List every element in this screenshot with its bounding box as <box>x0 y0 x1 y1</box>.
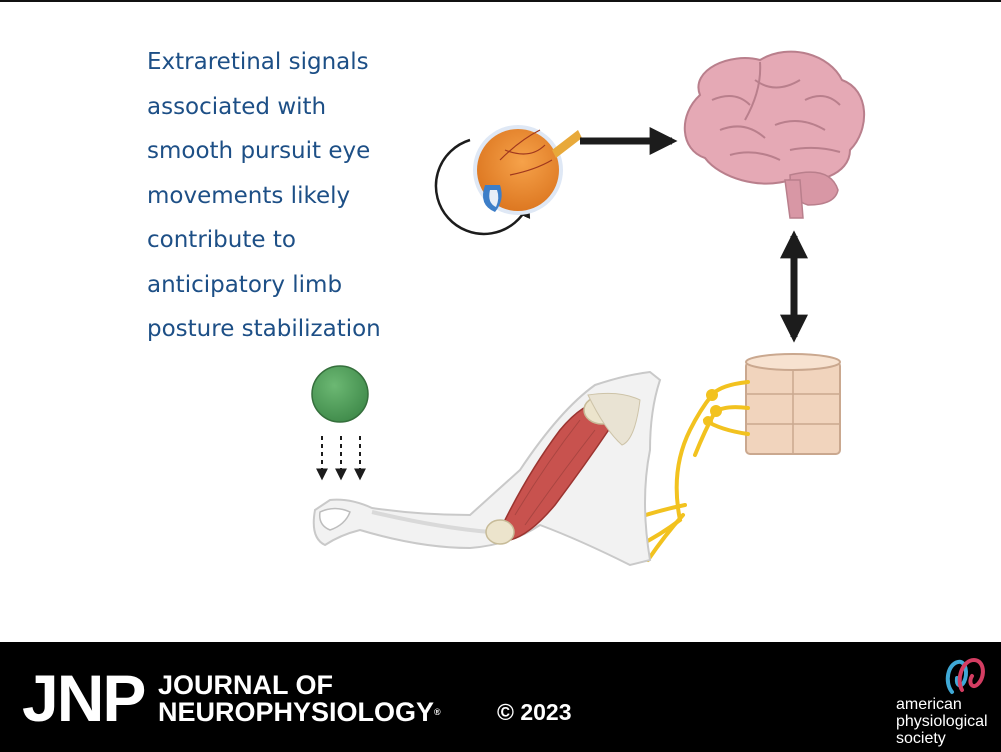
diagram-illustration <box>311 50 865 567</box>
journal-footer: JNP JOURNAL OF NEUROPHYSIOLOGY® © 2023 a… <box>0 642 1001 752</box>
caption-line: associated with <box>147 93 327 120</box>
eye-icon <box>434 125 582 236</box>
arm-icon <box>312 370 662 567</box>
fist <box>318 507 351 531</box>
caption-line: movements likely <box>147 182 351 209</box>
ball-icon <box>311 365 369 423</box>
caption-line: Extraretinal signals <box>147 49 369 75</box>
falling-arrows <box>316 436 366 481</box>
elbow-joint <box>485 519 515 545</box>
spinal-cord-top <box>745 353 841 371</box>
ganglion <box>710 405 722 417</box>
caption-line: contribute to <box>147 227 296 253</box>
optic-nerve <box>552 130 582 158</box>
brain-icon <box>683 50 865 219</box>
aps-wordmark: american physiological society <box>896 696 988 747</box>
copyright: © 2023 <box>497 699 572 725</box>
rotation-arrow <box>434 138 531 236</box>
lens <box>489 190 499 207</box>
caption-line: anticipatory limb <box>147 271 343 298</box>
top-border <box>0 0 1001 2</box>
spinal-cord-icon <box>745 353 841 455</box>
forearm-bone <box>371 510 491 534</box>
aps-line: american <box>896 696 962 713</box>
caption-line: smooth pursuit eye <box>147 138 371 164</box>
ganglion <box>703 416 713 426</box>
registered-mark: ® <box>434 707 441 717</box>
ganglion <box>706 389 718 401</box>
brain-gyri <box>711 61 841 161</box>
brainstem <box>784 179 804 219</box>
aps-line: physiological <box>896 713 988 730</box>
jnp-logo: JNP <box>22 661 146 735</box>
aps-line: society <box>896 730 946 747</box>
scapula <box>587 392 641 446</box>
journal-title-line1: JOURNAL OF <box>158 670 334 700</box>
cerebrum <box>683 50 865 185</box>
journal-title-line2: NEUROPHYSIOLOGY® <box>158 697 441 727</box>
eye-vessels <box>499 129 553 176</box>
caption-line: posture stabilization <box>147 316 381 342</box>
aps-logo-icon <box>945 657 985 694</box>
caption-text: Extraretinal signals associated with smo… <box>147 40 447 352</box>
journal-title: JOURNAL OF NEUROPHYSIOLOGY® <box>158 672 441 726</box>
